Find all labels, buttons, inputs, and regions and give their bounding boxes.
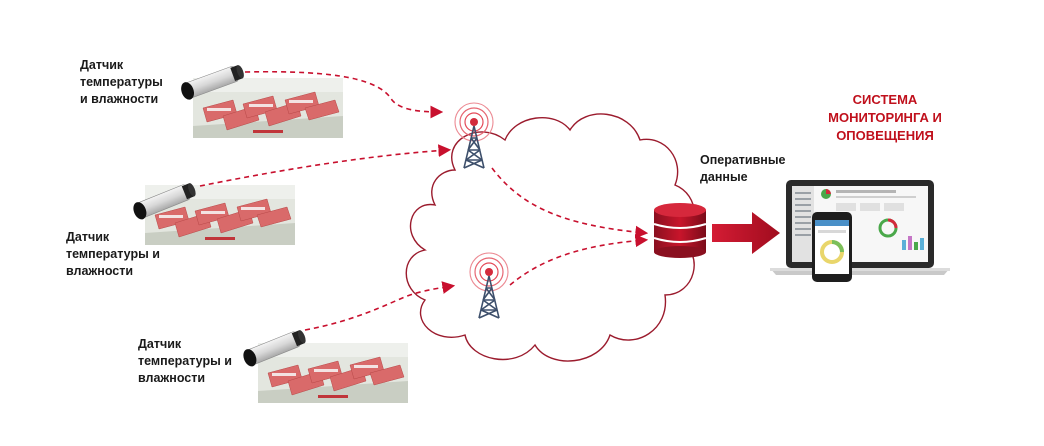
cloud-network — [405, 113, 696, 362]
link-tower2-db — [509, 234, 649, 286]
laptop-icon — [770, 180, 950, 275]
database-label: Оперативные данные — [700, 153, 786, 184]
link-sensor1-tower1 — [244, 70, 444, 119]
sensor-label-3: Датчик температуры и влажности — [138, 337, 232, 385]
phone-icon — [812, 212, 852, 282]
sensor-label-1: Датчик температуры и влажности — [80, 58, 163, 106]
database-icon — [653, 203, 707, 258]
sensor-label-2: Датчик температуры и влажности — [66, 230, 160, 278]
link-sensor3-tower2 — [304, 281, 456, 331]
link-sensor2-tower1 — [199, 144, 452, 187]
system-title: СИСТЕМА МОНИТОРИНГА И ОПОВЕЩЕНИЯ — [828, 92, 942, 143]
arrow-right-icon — [712, 212, 780, 254]
